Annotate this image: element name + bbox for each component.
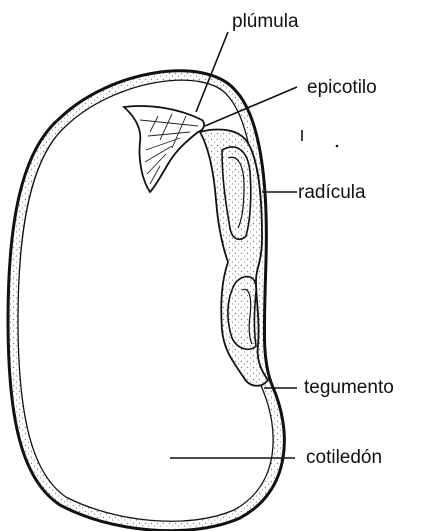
label-radicula: radícula: [298, 182, 366, 203]
stray-marks: [302, 130, 338, 147]
label-epicotilo: epicotilo: [307, 77, 377, 98]
plumule-leaf: [124, 106, 204, 192]
label-plumula: plúmula: [232, 11, 299, 32]
label-tegumento: tegumento: [304, 377, 394, 398]
label-cotiledon: cotiledón: [306, 447, 382, 468]
